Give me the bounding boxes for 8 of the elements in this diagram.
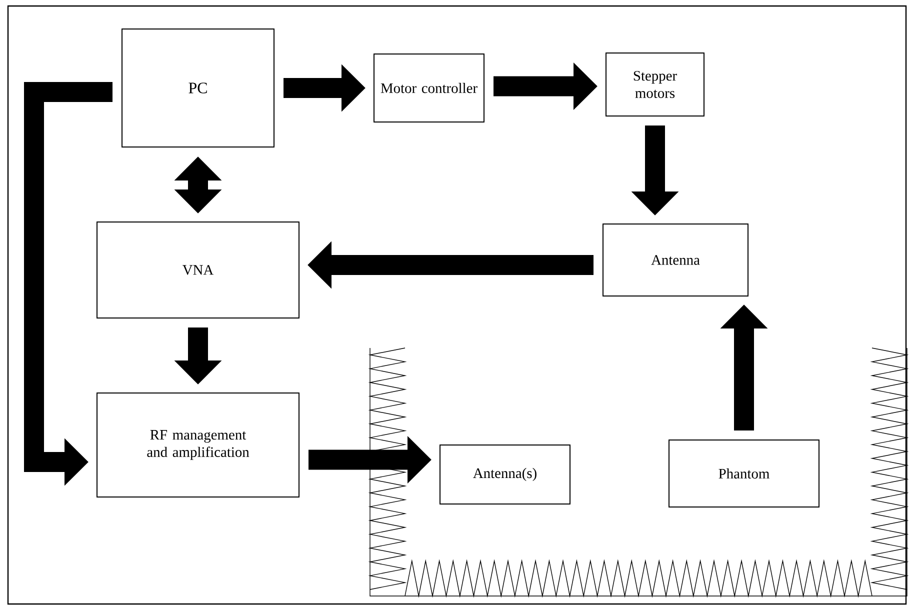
- process-box: RF management and amplification: [96, 392, 300, 498]
- process-box: Stepper motors: [606, 52, 704, 116]
- process-box: Antenna(s): [440, 444, 570, 504]
- process-box: Motor controller: [374, 54, 484, 122]
- process-box: Phantom: [668, 440, 820, 508]
- process-box: PC: [122, 28, 274, 148]
- process-box: Antenna: [602, 224, 748, 296]
- process-box: VNA: [96, 222, 300, 318]
